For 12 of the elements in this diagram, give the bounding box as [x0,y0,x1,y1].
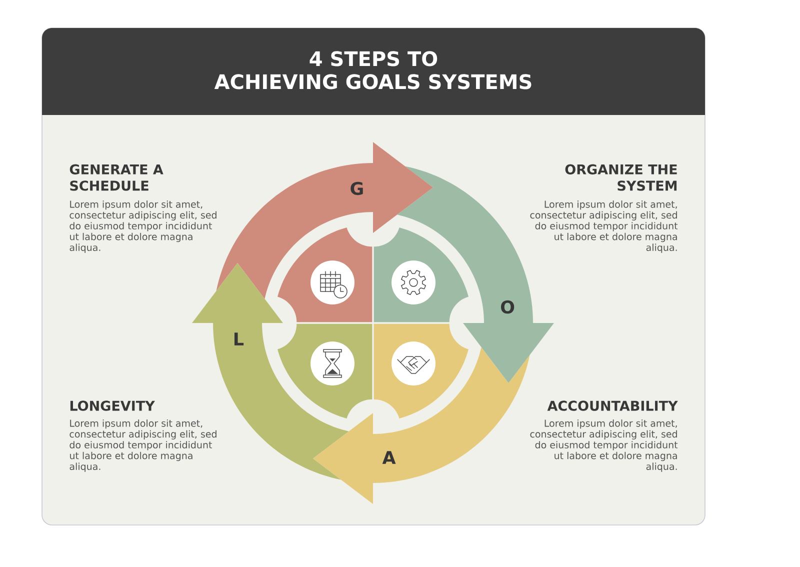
step-heading: GENERATE A SCHEDULE [70,164,164,191]
step-heading: LONGEVITY [70,400,155,411]
step-description: Lorem ipsum dolor sit amet, consectetur adipiscing elit, sed do eiusmod tempor incididunt ut labore et dolore magna aliqua. [530,419,678,472]
step-heading: ORGANIZE THE SYSTEM [565,164,677,191]
step-description: Lorem ipsum dolor sit amet, consectetur adipiscing elit, sed do eiusmod tempor incididunt ut labore et dolore magna aliqua. [530,200,678,253]
header-bar: 4 STEPS TO ACHIEVING GOALS SYSTEMS [42,28,705,115]
step-heading: ACCOUNTABILITY [547,400,678,411]
step-description: Lorem ipsum dolor sit amet, consectetur adipiscing elit, sed do eiusmod tempor incididunt ut labore et dolore magna aliqua. [70,200,216,253]
arrowhead [373,142,433,233]
arrowhead [463,323,554,383]
arrowhead [313,413,373,504]
arrowhead [192,263,283,323]
